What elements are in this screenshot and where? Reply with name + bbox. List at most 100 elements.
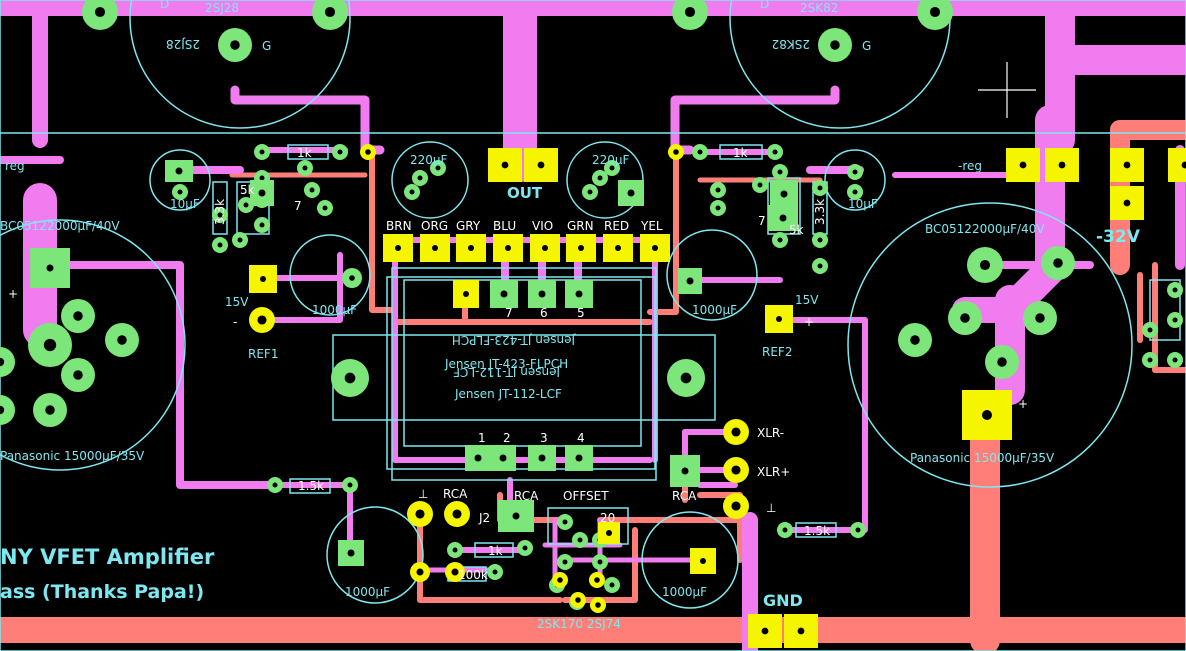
pad-hole [731,501,741,511]
pad-hole [575,454,583,462]
label-wire-red: RED [604,219,629,233]
label-15v-right: 15V [795,293,819,307]
label-jfet-pair: 2SK170 2SJ74 [537,617,621,631]
pad-hole [337,149,343,155]
pad-hole [609,165,615,171]
label-out: OUT [507,184,543,202]
pad-hole [117,335,127,345]
square-pad-yellow [1168,148,1186,182]
label-drain-right: D [760,0,769,11]
pad-hole [43,338,57,352]
label-reg-left: reg [5,159,25,173]
pad-hole [982,410,992,420]
label-gate-left: G [262,39,271,53]
label-pin-2: 2 [503,431,511,445]
label-ref2: REF2 [762,345,792,359]
round-pads [0,0,1183,610]
pad-hole [1035,313,1045,323]
pad-hole [500,290,508,298]
pad-hole [538,454,546,462]
label-rca: RCA [443,487,468,501]
pad-hole [562,559,568,565]
label-plus-pana-right: + [1018,397,1028,411]
pad-hole [731,465,741,475]
pad-hole [243,202,249,208]
pad-hole [609,582,615,588]
label-plus-bc-left: + [8,287,18,301]
pad-hole [782,527,788,533]
label-wire-gry: GRY [456,219,481,233]
label-offset: OFFSET [563,489,609,503]
pad-hole [578,245,584,251]
pad-hole [960,313,970,323]
pad-hole [45,405,55,415]
pad-hole [1147,327,1153,333]
label-jfet-left: 2SJ28 [205,1,239,15]
pad-hole [492,569,498,575]
pad-hole [597,559,603,565]
pad-hole [259,222,265,228]
label-reg-right: -reg [958,159,982,173]
pad-hole [652,245,658,251]
pad-hole [597,175,603,181]
pad-hole [852,189,858,195]
pad-hole [322,205,328,211]
label-jfet-left-mirror: 2SJ28 [166,37,200,51]
pad-hole [681,467,689,475]
label-c220-left: 220µF [410,153,448,167]
label-xfmr-mirror2: Jensen JT-112-LCF [453,365,561,379]
label-r7-right: 7 [758,214,766,228]
pad-hole [349,275,355,281]
pad-hole [416,568,424,576]
pad-hole [260,276,266,282]
board-title-line2: ass (Thanks Papa!) [0,581,204,603]
pad-hole [817,237,823,243]
label-wire-org: ORG [421,219,448,233]
pad-hole [73,311,83,321]
label-gate-right: G [862,39,871,53]
pad-hole [435,165,441,171]
label-xfmr-line2: Jensen JT-112-LCF [454,387,562,401]
label-pin-3: 3 [540,431,548,445]
label-drain-left: D [160,0,169,11]
pad-hole [1172,317,1178,323]
label-pin-4: 4 [577,431,585,445]
pad-hole [1172,287,1178,293]
label-minus-left: - [233,315,237,329]
pad-hole [230,40,240,50]
pad-hole [780,190,788,198]
pad-hole [46,264,54,272]
pad-hole [779,214,787,222]
pad-hole [1058,161,1066,169]
pad-hole [817,185,823,191]
label-wire-grn: GRN [567,219,594,233]
label-rca-2: RCA [514,489,539,503]
pad-hole [344,372,356,384]
label-r1k-left: 1k [297,146,312,160]
pad-hole [1147,357,1153,363]
pad-hole [697,149,703,155]
square-pads [249,144,1186,648]
label-pana-left: Panasonic 15000µF/35V [0,449,145,463]
pad-hole [557,577,563,583]
pad-hole [776,316,782,322]
label-r5k-left: 5k [240,183,255,197]
pad-hole [175,167,183,175]
label-c1000-right: 1000µF [692,303,737,317]
pad-hole [1053,258,1063,268]
label-bc-left: BC05122000µF/40V [0,219,120,233]
label-xlr-minus: XLR- [757,426,784,440]
label-r100k: 100k [458,568,488,582]
pad-hole [700,558,706,564]
pad-hole [302,165,308,171]
pad-hole [474,454,482,462]
pad-hole [997,357,1007,367]
pad-hole [731,427,741,437]
pad-hole [409,189,415,195]
pad-hole [855,527,861,533]
pad-hole [830,40,840,50]
label-pin-6: 6 [540,306,548,320]
pad-hole [237,237,243,243]
pad-hole [715,187,721,193]
